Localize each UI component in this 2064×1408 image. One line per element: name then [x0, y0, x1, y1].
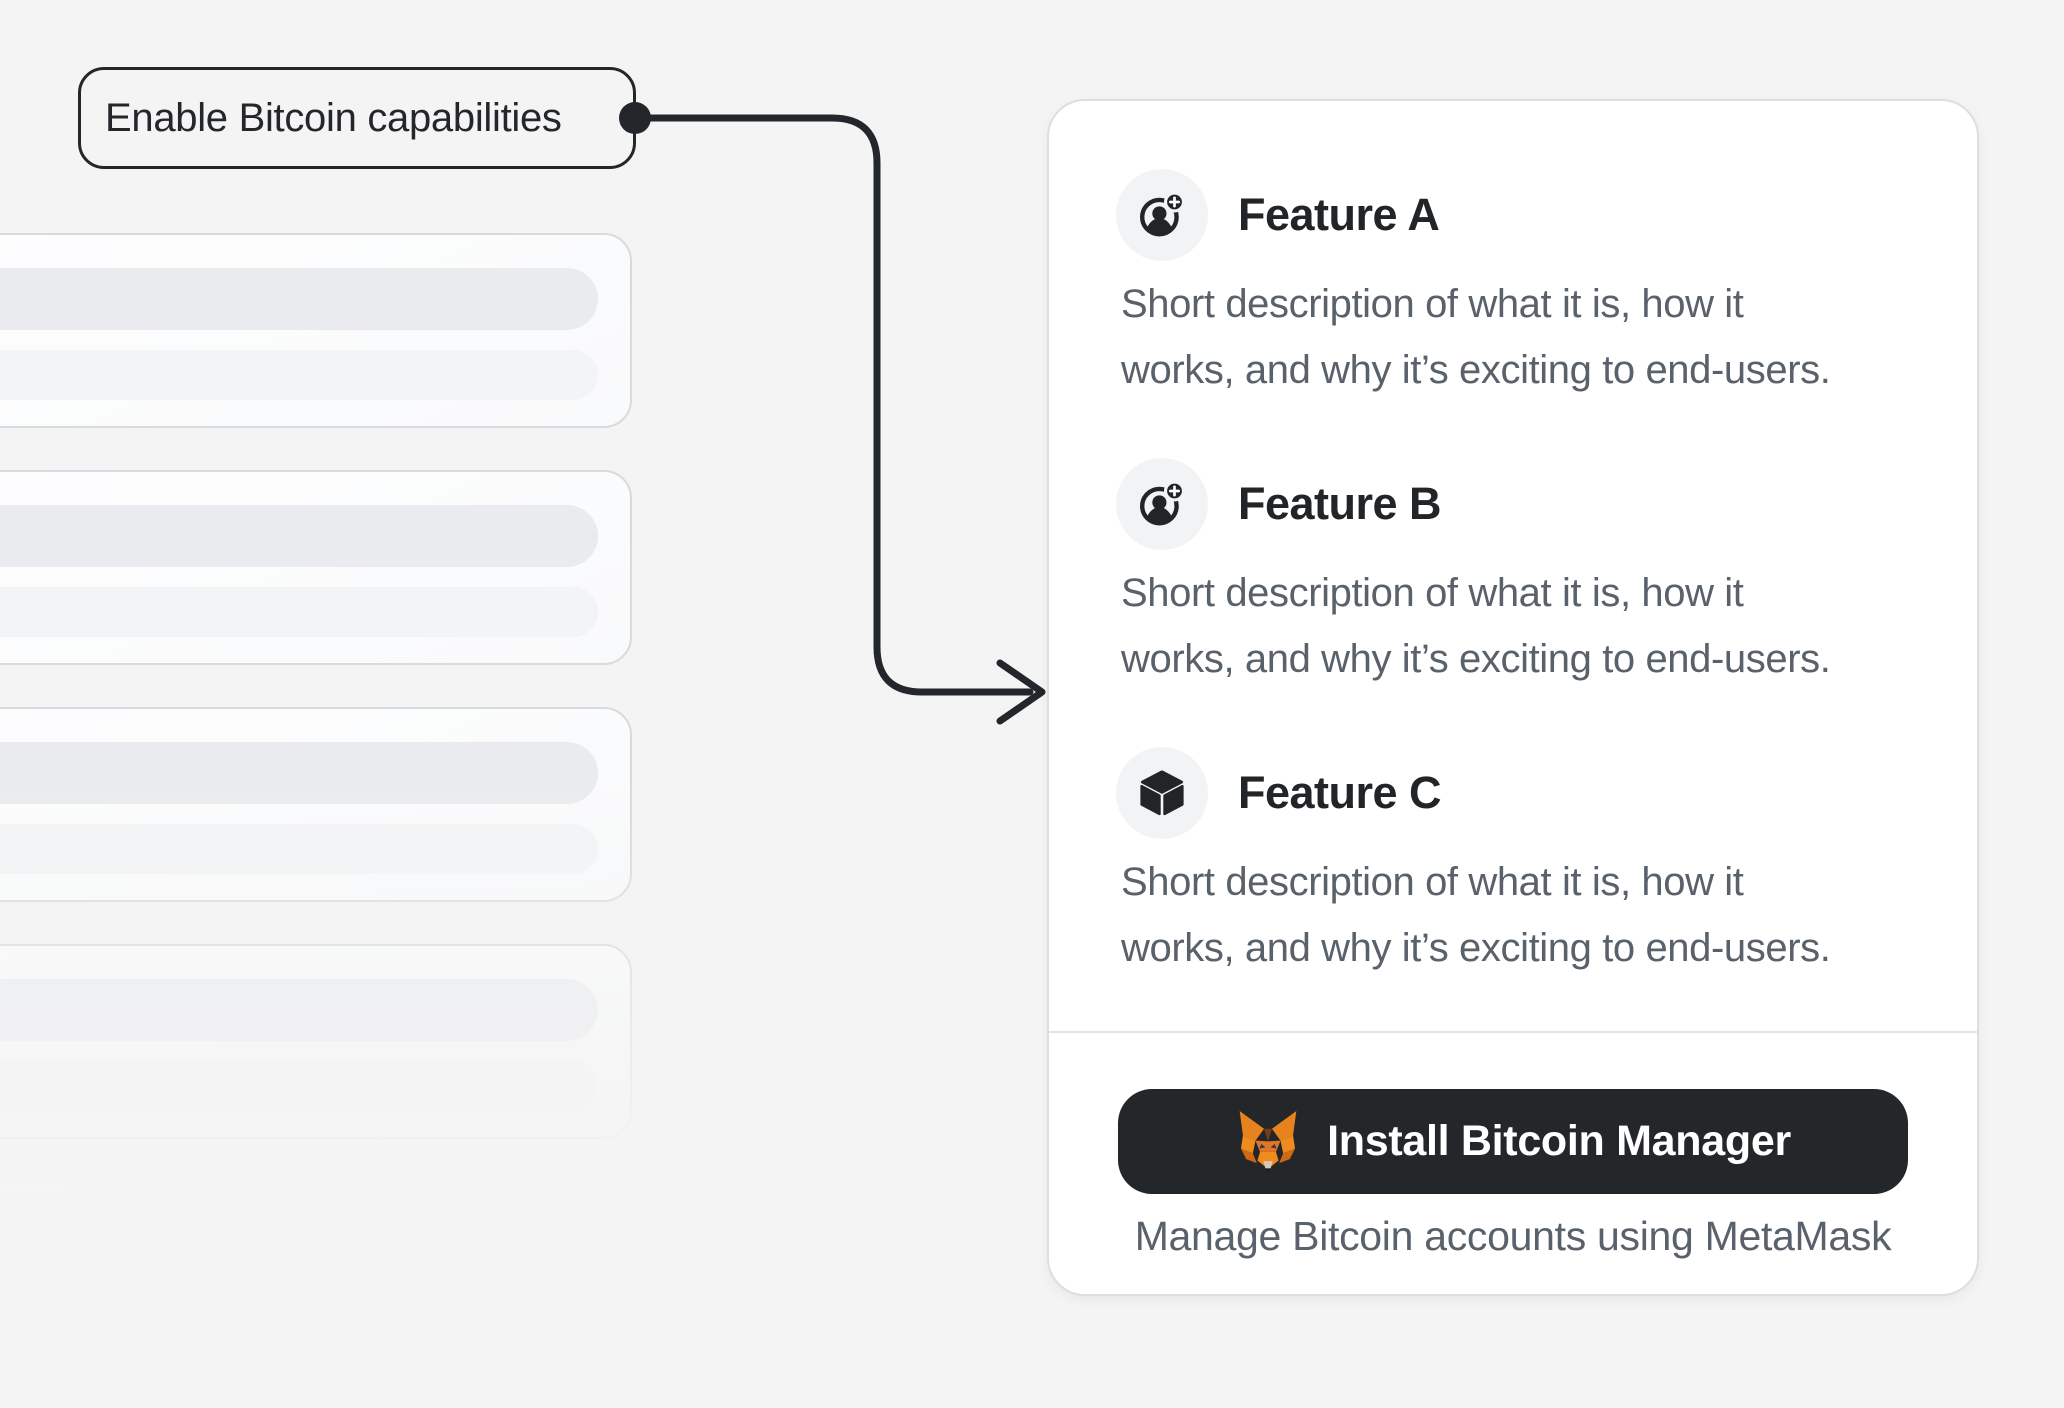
skeleton-bar: [0, 1298, 598, 1348]
feature-c-description: Short description of what it is, how it …: [1121, 849, 1831, 981]
feature-item-c: Feature C: [1116, 747, 1442, 839]
feature-b-description-line1: Short description of what it is, how it: [1121, 571, 1744, 615]
skeleton-card: [0, 470, 632, 665]
skeleton-card: [0, 1181, 632, 1376]
feature-b-icon-chip: [1116, 458, 1208, 550]
features-panel: Feature A Short description of what it i…: [1047, 99, 1979, 1296]
feature-item-a: Feature A: [1116, 169, 1440, 261]
feature-b-description: Short description of what it is, how it …: [1121, 560, 1831, 692]
skeleton-bar: [0, 1216, 598, 1278]
user-add-icon: [1140, 191, 1186, 237]
feature-b-title: Feature B: [1238, 478, 1442, 529]
callout-label: Enable Bitcoin capabilities: [78, 67, 636, 169]
cube-icon: [1140, 770, 1184, 816]
install-button-label: Install Bitcoin Manager: [1327, 1117, 1791, 1165]
feature-c-icon-chip: [1116, 747, 1208, 839]
skeleton-bar: [0, 587, 598, 637]
feature-c-description-line2: works, and why it’s exciting to end-user…: [1121, 926, 1831, 970]
feature-a-title: Feature A: [1238, 189, 1440, 240]
skeleton-bar: [0, 824, 598, 874]
feature-a-description-line2: works, and why it’s exciting to end-user…: [1121, 348, 1831, 392]
callout-text: Enable Bitcoin capabilities: [105, 95, 562, 140]
feature-item-b: Feature B: [1116, 458, 1442, 550]
user-add-icon: [1140, 480, 1186, 526]
skeleton-bar: [0, 1061, 598, 1111]
skeleton-card: [0, 944, 632, 1139]
skeleton-bar: [0, 979, 598, 1041]
skeleton-bar: [0, 742, 598, 804]
feature-b-description-line2: works, and why it’s exciting to end-user…: [1121, 637, 1831, 681]
feature-a-icon-chip: [1116, 169, 1208, 261]
feature-a-description: Short description of what it is, how it …: [1121, 271, 1831, 403]
skeleton-card-stack: [0, 233, 632, 1408]
skeleton-card: [0, 233, 632, 428]
panel-footnote: Manage Bitcoin accounts using MetaMask: [1134, 1213, 1892, 1259]
feature-c-title: Feature C: [1238, 767, 1442, 818]
feature-c-description-line1: Short description of what it is, how it: [1121, 860, 1744, 904]
skeleton-bar: [0, 505, 598, 567]
skeleton-bar: [0, 350, 598, 400]
panel-divider: [1049, 1031, 1977, 1033]
skeleton-card: [0, 707, 632, 902]
install-bitcoin-manager-button[interactable]: Install Bitcoin Manager: [1118, 1089, 1908, 1194]
feature-a-description-line1: Short description of what it is, how it: [1121, 282, 1744, 326]
metamask-fox-icon: [1239, 1110, 1297, 1172]
skeleton-bar: [0, 268, 598, 330]
